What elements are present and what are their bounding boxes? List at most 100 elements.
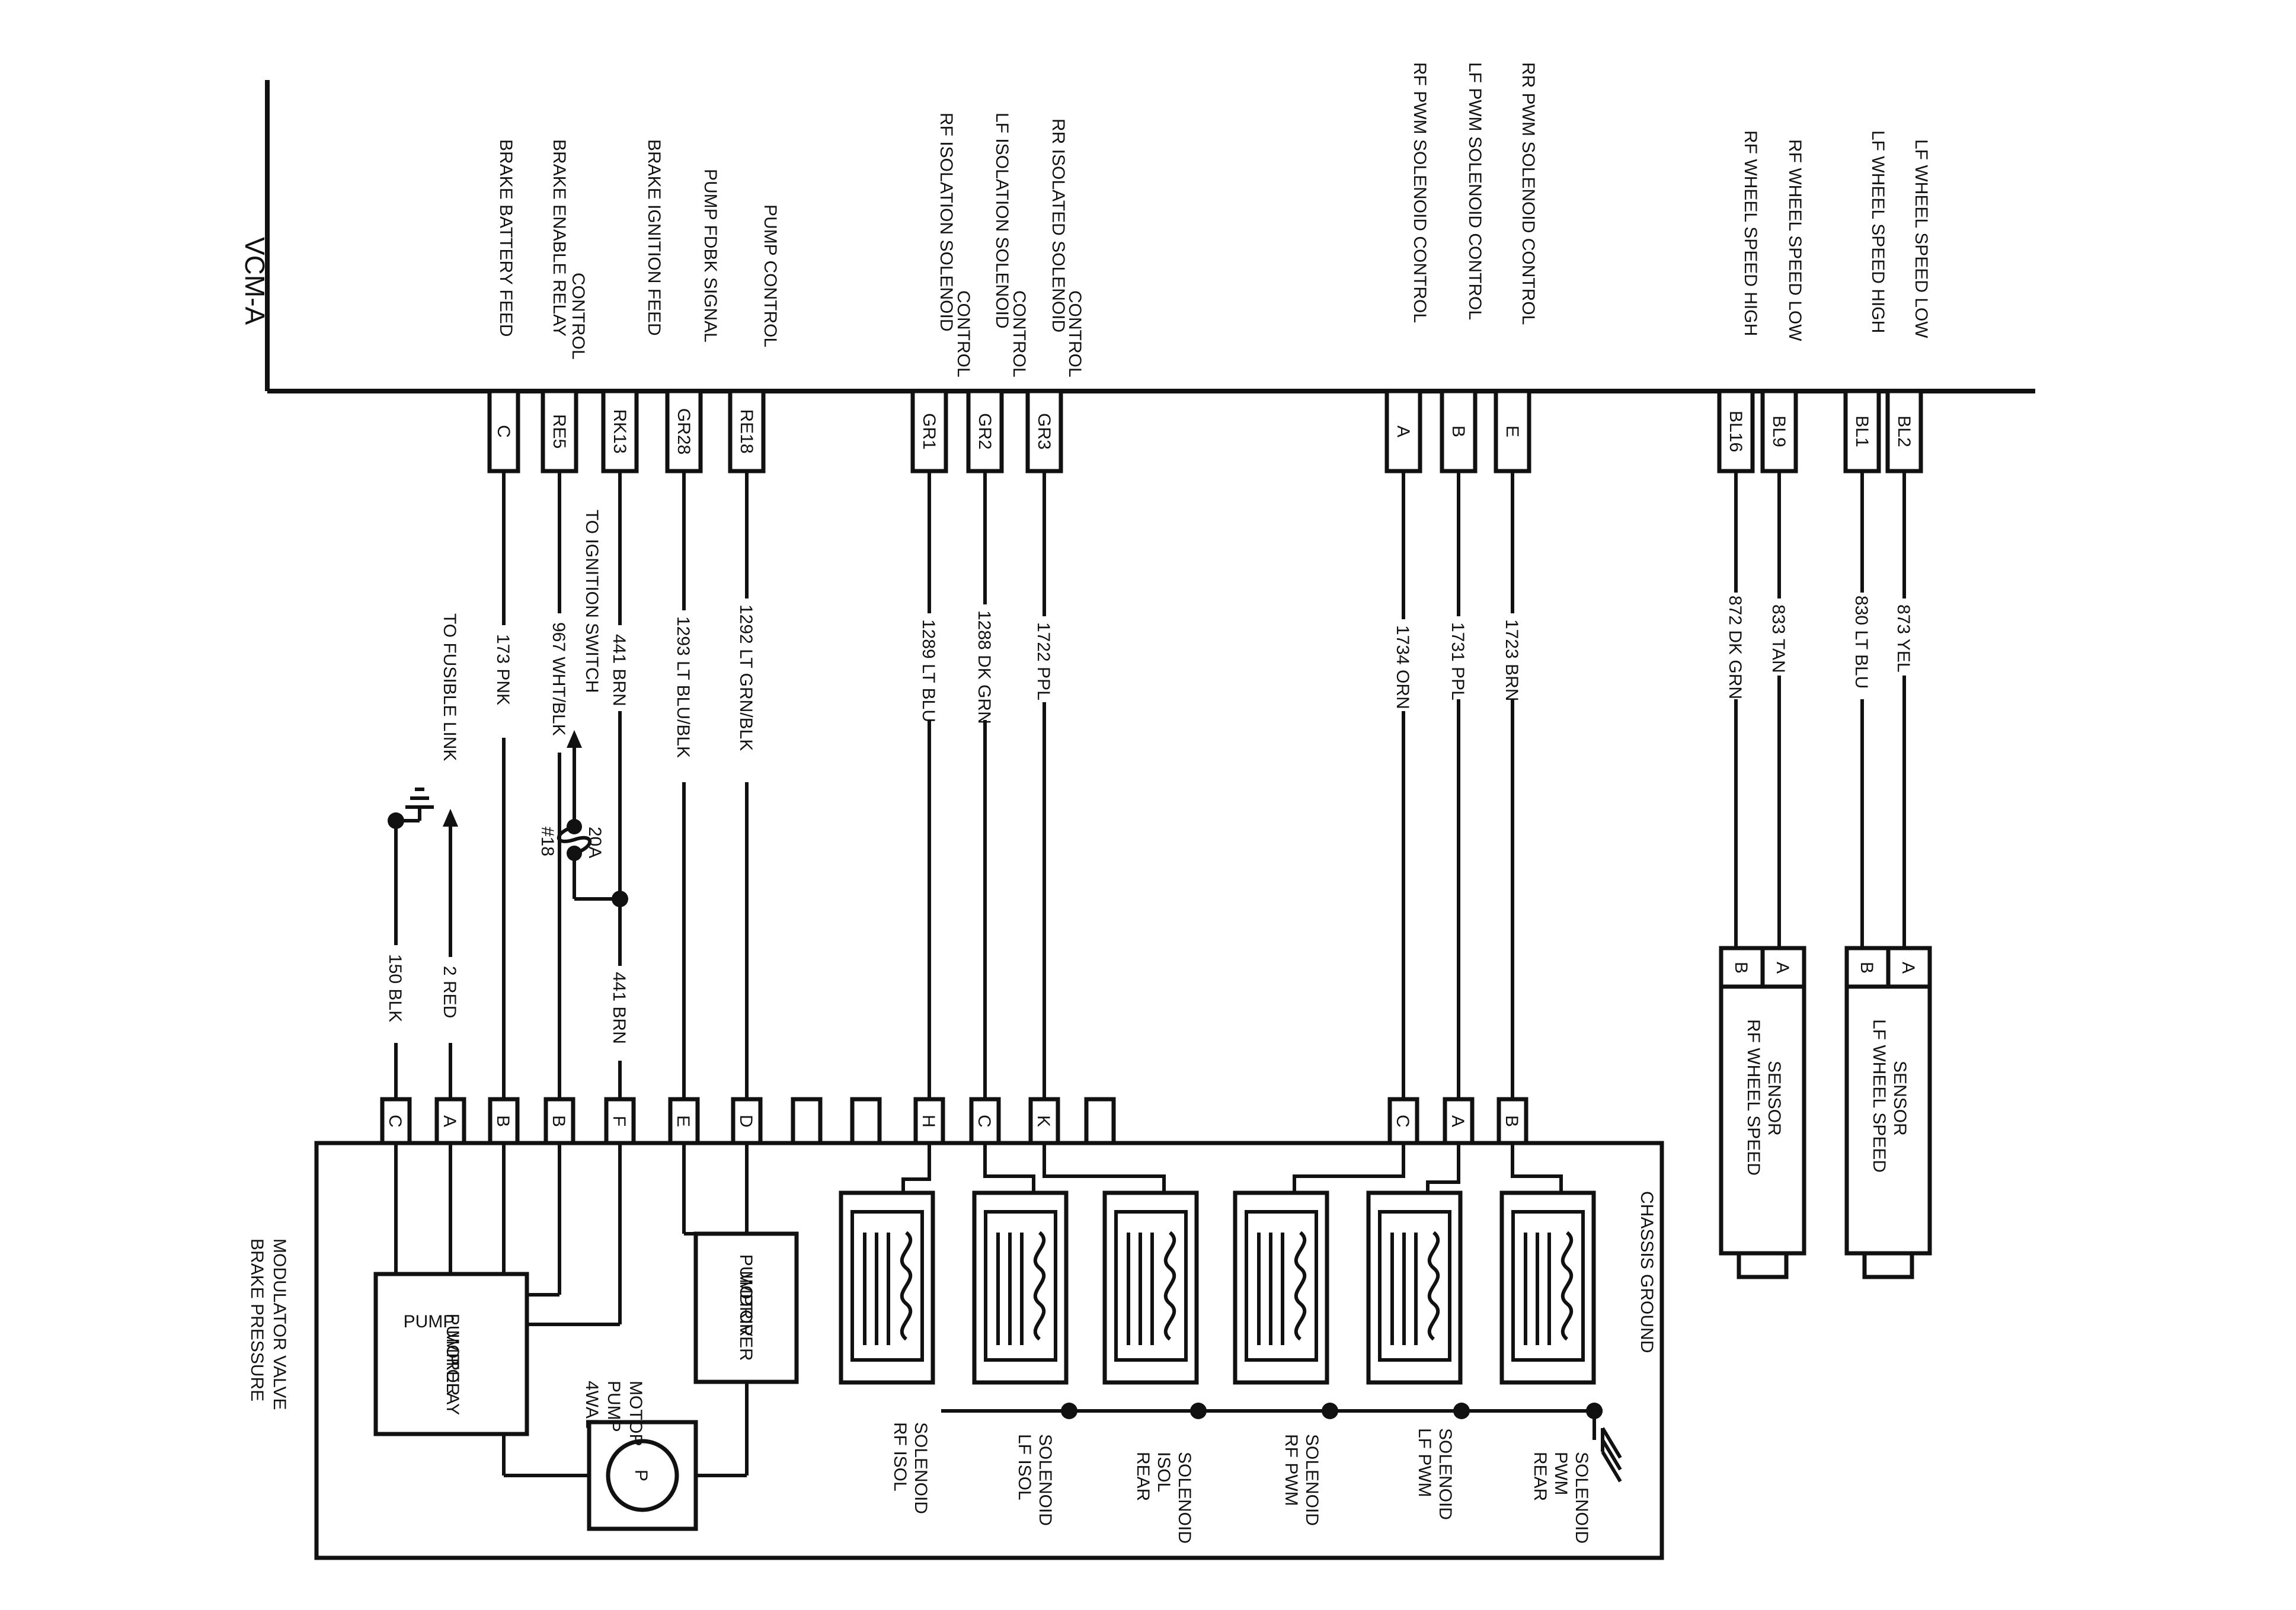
wire-872: 872 DK GRN (1725, 596, 1745, 699)
rear-isol-label-3: SOLENOID (1175, 1452, 1194, 1544)
lf-pwm-label-1: LF PWM (1415, 1428, 1434, 1497)
bpmv-pin-d: D (736, 1115, 756, 1128)
pin-re18: RE18 (737, 409, 756, 453)
pin-rk13: RK13 (610, 409, 629, 453)
pin-b: B (1448, 425, 1468, 437)
rear-isol-label-1: REAR (1133, 1452, 1153, 1501)
to-ignition-switch: TO IGNITION SWITCH (582, 510, 602, 693)
lf-sensor-label-2: SENSOR (1890, 1061, 1910, 1136)
relay-line-1: PUMP (443, 1314, 462, 1365)
chassis-ground-label: CHASSIS GROUND (1637, 1191, 1657, 1353)
bpmv-pin-e: E (673, 1115, 693, 1127)
label-rf-wss-high: RF WHEEL SPEED HIGH (1741, 130, 1760, 336)
wire-1731: 1731 PPL (1448, 622, 1467, 700)
bpmv-pin-b3: B (1502, 1115, 1521, 1127)
vcm-module: VCM-A BRAKE BATTERY FEED BRAKE ENABLE RE… (239, 62, 2035, 393)
bpmv-pin-c3: C (1393, 1115, 1412, 1128)
label-pump-control: PUMP CONTROL (760, 204, 780, 347)
pin-bl16: BL16 (1726, 411, 1745, 452)
driver-line-2: MOTOR (736, 1270, 756, 1336)
bpmv-pin-k: K (1034, 1115, 1053, 1127)
bpmv-title-2: MODULATOR VALVE (270, 1238, 289, 1410)
fuse-18: #18 20A TO IGNITION SWITCH (538, 510, 620, 901)
pin-bl1: BL1 (1852, 415, 1872, 447)
rf-pwm-label-2: SOLENOID (1302, 1434, 1322, 1526)
bpmv-pin-c2: C (974, 1115, 994, 1128)
label-brake-battery-feed: BRAKE BATTERY FEED (496, 139, 516, 337)
solenoid-labels: RF ISOL SOLENOID LF ISOL SOLENOID REAR I… (890, 1422, 1591, 1544)
relay-label-1: PUMP (404, 1312, 455, 1331)
rotated-schematic: VCM-A BRAKE BATTERY FEED BRAKE ENABLE RE… (239, 62, 2035, 1560)
fuse-number-label: #18 (538, 827, 557, 856)
pin-gr28: GR28 (674, 408, 693, 454)
pin-gr2: GR2 (975, 413, 994, 450)
rf-sensor-pin-b: B (1731, 962, 1751, 974)
wire-1288: 1288 DK GRN (974, 610, 994, 724)
label-pump-fdbk-signal: PUMP FDBK SIGNAL (701, 169, 720, 343)
label-rf-isolation-2: CONTROL (954, 290, 973, 377)
motor-line-3: MOTOR (626, 1381, 645, 1446)
pin-e: E (1502, 425, 1522, 437)
rf-sensor-label-2: SENSOR (1764, 1061, 1784, 1136)
bpmv-module: BRAKE PRESSURE MODULATOR VALVE PUMP MOTO… (247, 1141, 1664, 1560)
lf-sensor-label-1: LF WHEEL SPEED (1869, 1019, 1889, 1173)
label-brake-ignition-feed: BRAKE IGNITION FEED (644, 139, 664, 336)
rear-pwm-label-2: PWM (1551, 1452, 1571, 1495)
relay-line-2: MOTOR (443, 1330, 462, 1395)
pin-bl9: BL9 (1769, 415, 1789, 447)
bpmv-pin-a1: A (440, 1115, 459, 1127)
label-rf-wss-low: RF WHEEL SPEED LOW (1785, 139, 1805, 341)
label-lf-wss-low: LF WHEEL SPEED LOW (1911, 139, 1931, 338)
wire-1293: 1293 LT BLU/BLK (673, 616, 693, 758)
driver-line-3: DRIVER (736, 1294, 756, 1361)
pin-bl2: BL2 (1894, 415, 1914, 447)
label-lf-isolation-1: LF ISOLATION SOLENOID (992, 113, 1012, 329)
label-rr-isolated-1: RR ISOLATED SOLENOID (1048, 119, 1068, 332)
wire-1734: 1734 ORN (1393, 625, 1412, 709)
rf-pwm-label-1: RF PWM (1281, 1434, 1301, 1506)
solenoid-boxes (839, 1143, 1596, 1385)
label-rf-isolation-1: RF ISOLATION SOLENOID (936, 113, 956, 332)
rear-pwm-label-3: SOLENOID (1572, 1452, 1591, 1544)
bpmv-pin-f: F (609, 1116, 629, 1126)
pin-gr1: GR1 (919, 413, 939, 450)
lf-isol-label-1: LF ISOL (1015, 1434, 1034, 1500)
rf-sensor-label-1: RF WHEEL SPEED (1744, 1019, 1763, 1176)
pin-a: A (1393, 425, 1413, 437)
wire-441-bottom: 441 BRN (609, 972, 629, 1044)
wire-873: 873 YEL (1894, 604, 1913, 673)
motor-line-1: 4WAL (582, 1381, 602, 1429)
wire-1289: 1289 LT BLU (919, 619, 938, 722)
bpmv-pin-c1: C (385, 1115, 405, 1128)
ground-and-fusible: 150 BLK 2 RED TO FUSIBLE LINK (385, 613, 459, 1099)
bpmv-pin-a2: A (1448, 1115, 1467, 1127)
vcm-connector-pins: C RE5 RK13 GR28 RE18 GR1 GR2 GR3 A B E B… (487, 389, 1923, 473)
bpmv-pin-b1: B (493, 1115, 513, 1127)
pin-c: C (494, 425, 513, 438)
block-labels: PUMP MOTOR RELAY PUMP MOTOR DRIVER 4WAL … (443, 1254, 756, 1481)
fusible-arrow (443, 809, 458, 827)
label-brake-enable-relay-1: BRAKE ENABLE RELAY (549, 139, 569, 337)
bpmv-pin-b2: B (549, 1115, 568, 1127)
rear-isol-label-2: ISOL (1154, 1452, 1173, 1492)
to-fusible-link: TO FUSIBLE LINK (440, 613, 459, 761)
rf-wheel-speed-sensor: B A RF WHEEL SPEED SENSOR (1719, 946, 1806, 1279)
wire-1722: 1722 PPL (1034, 622, 1053, 700)
lf-pwm-label-2: SOLENOID (1435, 1428, 1455, 1520)
label-brake-enable-relay-2: CONTROL (568, 273, 588, 360)
pin-re5: RE5 (549, 414, 569, 449)
wire-173: 173 PNK (493, 634, 513, 705)
label-lf-pwm: LF PWM SOLENOID CONTROL (1465, 62, 1485, 320)
relay-line-3: RELAY (443, 1358, 462, 1415)
bpmv-title-1: BRAKE PRESSURE (247, 1238, 267, 1401)
wire-967: 967 WHT/BLK (549, 622, 568, 736)
rf-isol-label-2: SOLENOID (911, 1422, 930, 1514)
wire-441-top: 441 BRN (609, 634, 629, 706)
rear-pwm-label-1: REAR (1530, 1452, 1550, 1501)
fuse-rating-label: 20A (585, 827, 605, 858)
label-lf-wss-high: LF WHEEL SPEED HIGH (1868, 130, 1888, 333)
wire-1723: 1723 BRN (1502, 619, 1521, 701)
wire-833: 833 TAN (1769, 604, 1788, 673)
driver-line-1: PUMP (736, 1254, 756, 1306)
